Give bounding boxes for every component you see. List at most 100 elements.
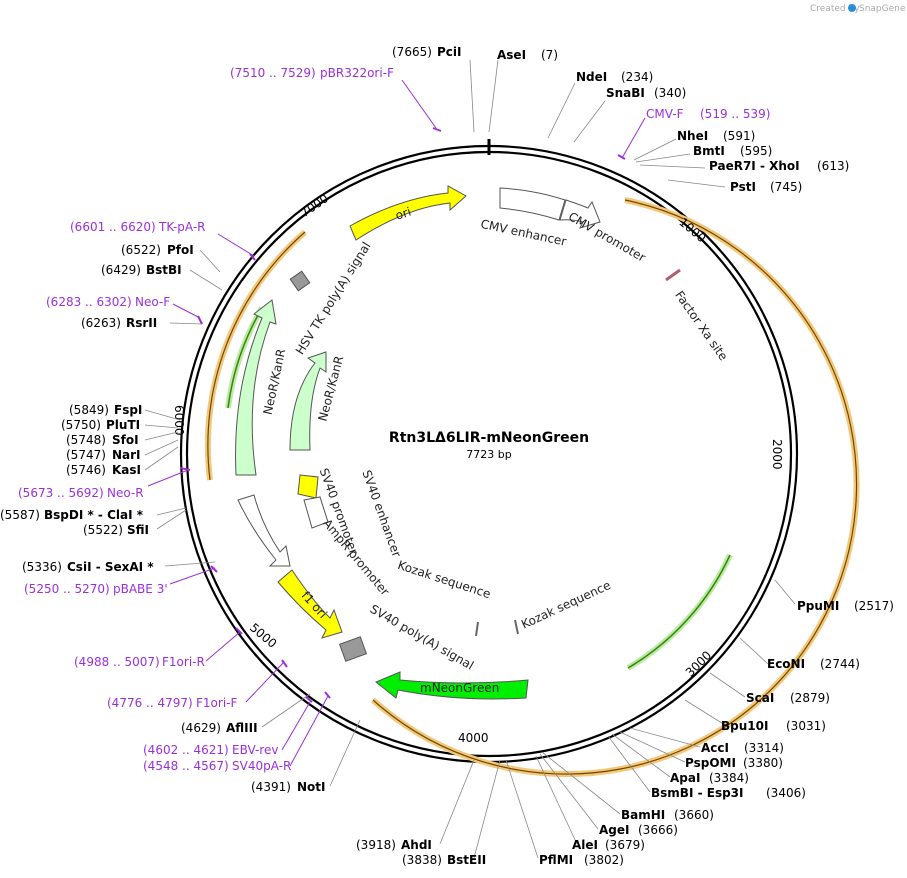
site-asei-name[interactable]: AseI: [497, 48, 526, 62]
site-bsmbi-esp3i-name[interactable]: BsmBI - Esp3I: [651, 786, 743, 800]
feature-neor-inner[interactable]: [289, 351, 327, 451]
feature-mneongreen-label: mNeonGreen: [420, 681, 499, 695]
site-pluti-name[interactable]: PluTI: [106, 418, 140, 432]
site-fspi-name[interactable]: FspI: [114, 403, 142, 417]
site-scai-pos: (2879): [790, 691, 830, 705]
site-noti-pos: (4391): [251, 780, 291, 794]
site-csii-sexai-name[interactable]: CsiI - SexAI *: [67, 560, 154, 574]
site-bmti-pos: (595): [740, 144, 772, 158]
site-ahdi-name[interactable]: AhdI: [401, 838, 432, 852]
site-econi-name[interactable]: EcoNI: [767, 657, 805, 671]
site-pfoi-name[interactable]: PfoI: [167, 243, 194, 257]
site-pflmi-name[interactable]: PflMI: [539, 853, 573, 867]
primer-f1ori-f-range: (4776 .. 4797): [107, 696, 193, 710]
feature-kozak-1-mark[interactable]: [475, 621, 479, 637]
site-agei-name[interactable]: AgeI: [599, 823, 629, 837]
site-agei-pos: (3666): [638, 823, 678, 837]
feature-sv40-promoter[interactable]: [237, 494, 291, 567]
primer-ebv-rev-range: (4602 .. 4621): [143, 743, 229, 757]
feature-kozak-2-mark[interactable]: [514, 619, 519, 635]
feature-kozak-1-label: Kozak sequence: [396, 558, 492, 601]
primer-sv40pa-r-name[interactable]: SV40pA-R: [232, 759, 291, 773]
site-apai-pos: (3384): [709, 771, 749, 785]
site-bamhi-pos: (3660): [674, 808, 714, 822]
site-sfoi-pos: (5748): [66, 433, 106, 447]
primer-ebv-rev-name[interactable]: EBV-rev: [232, 743, 278, 757]
site-ahdi-pos: (3918): [356, 838, 396, 852]
feature-cmv-enhancer[interactable]: [499, 187, 566, 221]
site-afliii-name[interactable]: AflIII: [226, 721, 258, 735]
site-kasi-pos: (5746): [66, 463, 106, 477]
site-bstbi-name[interactable]: BstBI: [146, 263, 182, 277]
site-pspomi-pos: (3380): [743, 756, 783, 770]
site-ndei-name[interactable]: NdeI: [576, 70, 607, 84]
site-bamhi-name[interactable]: BamHI: [621, 808, 665, 822]
site-apai-name[interactable]: ApaI: [670, 771, 700, 785]
insert-arc-line: [372, 199, 858, 775]
feature-cmv-promoter[interactable]: [559, 199, 601, 229]
site-bsmbi-esp3i-pos: (3406): [766, 786, 806, 800]
feature-neor-outer[interactable]: [235, 299, 277, 476]
site-econi-pos: (2744): [820, 657, 860, 671]
site-acci-name[interactable]: AccI: [701, 741, 729, 755]
site-snabi-name[interactable]: SnaBI: [606, 86, 645, 100]
primer-tk-pa-r-name[interactable]: TK-pA-R: [158, 220, 206, 234]
feature-sv40-enhancer-box: [303, 496, 329, 529]
site-sfii-name[interactable]: SfiI: [127, 523, 149, 537]
site-scai-name[interactable]: ScaI: [746, 691, 774, 705]
site-sfoi-name[interactable]: SfoI: [112, 433, 139, 447]
site-pspomi-name[interactable]: PspOMI: [685, 756, 736, 770]
green-insert-line: [627, 554, 731, 669]
primer-neo-r-name[interactable]: Neo-R: [107, 486, 144, 500]
feature-sv40-enhancer[interactable]: [297, 474, 319, 499]
site-ndei-pos: (234): [621, 70, 653, 84]
feature-factor-xa-mark[interactable]: [665, 268, 681, 282]
site-paer7i-xhoi-name[interactable]: PaeR7I - XhoI: [709, 159, 800, 173]
site-psti-name[interactable]: PstI: [730, 180, 756, 194]
feature-sv40-polya-label: SV40 poly(A) signal: [368, 602, 476, 673]
primer-sv40pa-r-range: (4548 .. 4567): [143, 759, 229, 773]
feature-sv40-polya[interactable]: [338, 636, 368, 662]
primer-pbabe3-range: (5250 .. 5270): [24, 582, 110, 596]
site-bpu10i-pos: (3031): [786, 719, 826, 733]
feature-kozak-2-label: Kozak sequence: [519, 578, 613, 632]
site-pfoi-pos: (6522): [121, 243, 161, 257]
primer-pbr322ori-f-name[interactable]: pBR322ori-F: [320, 66, 394, 80]
primer-cmv-f-name[interactable]: CMV-F: [646, 107, 684, 121]
site-bsteii-pos: (3838): [402, 853, 442, 867]
site-kasi-name[interactable]: KasI: [112, 463, 141, 477]
site-acci-pos: (3314): [744, 741, 784, 755]
plasmid-name: Rtn3LΔ6LIR-mNeonGreen: [389, 430, 589, 446]
site-nari-name[interactable]: NarI: [112, 448, 141, 462]
site-sfii-pos: (5522): [83, 523, 123, 537]
tick-3000: 3000: [683, 648, 714, 679]
site-noti-name[interactable]: NotI: [297, 780, 326, 794]
site-leader-lines: [144, 59, 796, 859]
feature-ori-arrow[interactable]: [349, 185, 467, 241]
site-bmti-name[interactable]: BmtI: [693, 144, 725, 158]
site-ppumi-name[interactable]: PpuMI: [797, 599, 839, 613]
site-nhei-name[interactable]: NheI: [677, 129, 708, 143]
feature-sv40-enhancer-label: SV40 enhancer: [359, 468, 403, 559]
site-bsteii-name[interactable]: BstEII: [447, 853, 486, 867]
primer-cmv-f-range: (519 .. 539): [700, 107, 770, 121]
primer-neo-f-name[interactable]: Neo-F: [135, 295, 170, 309]
site-alei-name[interactable]: AleI: [572, 838, 598, 852]
site-rsrii-name[interactable]: RsrII: [126, 316, 157, 330]
site-pcii-name[interactable]: PciI: [437, 45, 462, 59]
primer-tk-pa-r-range: (6601 .. 6620): [70, 220, 156, 234]
primer-pbabe3-name[interactable]: pBABE 3': [113, 582, 168, 596]
primer-f1ori-r-name[interactable]: F1ori-R: [162, 655, 205, 669]
site-alei-pos: (3679): [605, 838, 645, 852]
feature-hsv-tk-polya[interactable]: [289, 270, 311, 292]
site-asei-pos: (7): [541, 48, 558, 62]
feature-f1-ori[interactable]: [277, 569, 343, 639]
tick-5000: 5000: [247, 620, 279, 650]
site-bpu10i-name[interactable]: Bpu10I: [721, 719, 768, 733]
primer-f1ori-f-name[interactable]: F1ori-F: [196, 696, 237, 710]
site-bspdi-clai-name[interactable]: BspDI * - ClaI *: [44, 508, 144, 522]
credit-created-by: Created by: [810, 4, 860, 14]
feature-ori-label: ori: [394, 205, 413, 223]
feature-mneongreen-arrow[interactable]: [375, 671, 529, 700]
site-paer7i-xhoi-pos: (613): [817, 159, 849, 173]
